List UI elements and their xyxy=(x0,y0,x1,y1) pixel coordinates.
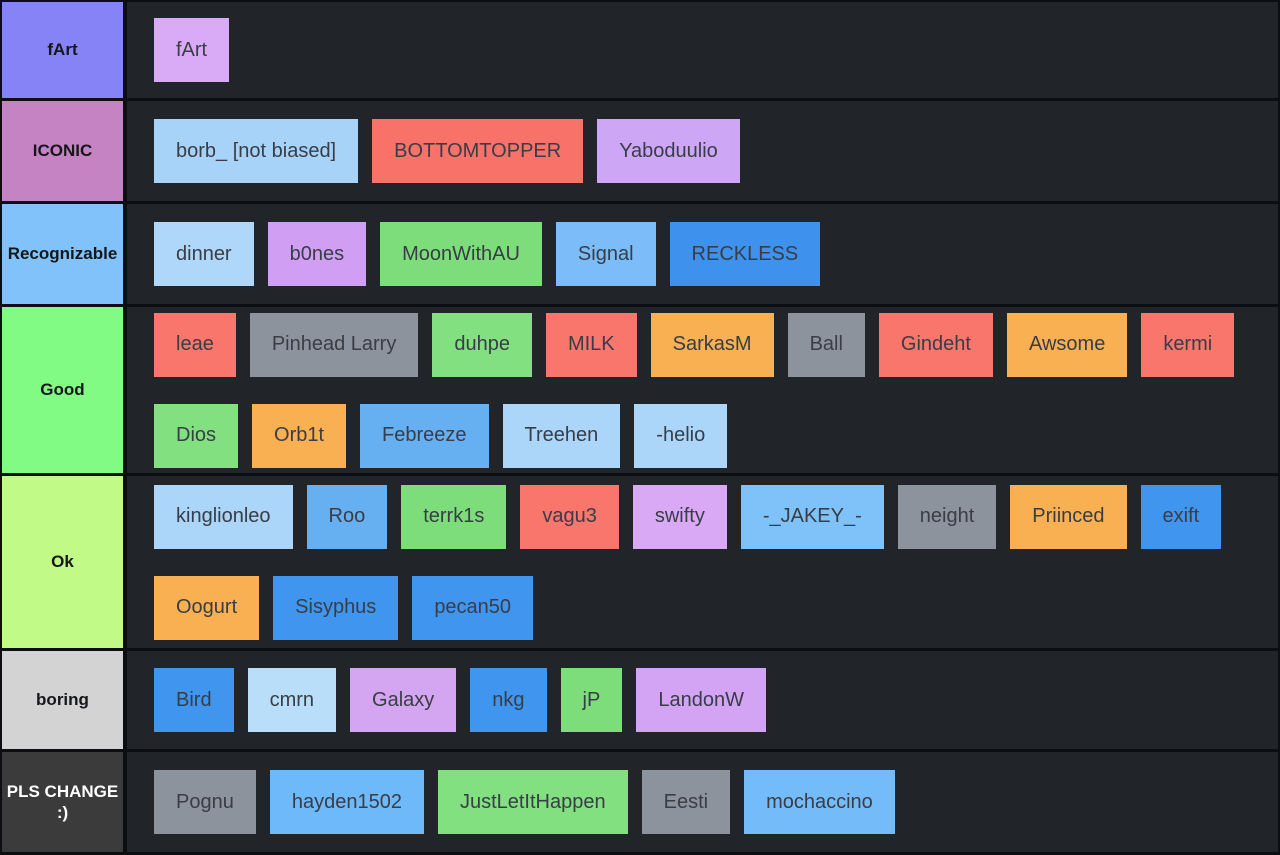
tier-label: Good xyxy=(2,307,127,473)
tier-item[interactable]: MILK xyxy=(545,312,637,377)
tier-label: ICONIC xyxy=(2,101,127,201)
tier-item[interactable]: neight xyxy=(897,484,997,549)
tier-item[interactable]: b0nes xyxy=(267,222,367,286)
tier-item[interactable]: kinglionleo xyxy=(154,484,293,549)
tier-item[interactable]: Awsome xyxy=(1006,312,1128,377)
tier-item[interactable]: JustLetItHappen xyxy=(437,770,628,834)
tier-item[interactable]: Bird xyxy=(154,668,234,732)
tier-item[interactable]: fArt xyxy=(154,18,230,82)
tier-item[interactable]: Priinced xyxy=(1010,484,1127,549)
tier-item[interactable]: Galaxy xyxy=(350,668,457,732)
tier-label: boring xyxy=(2,651,127,749)
tier-item[interactable]: -helio xyxy=(634,403,728,468)
tier-item[interactable]: mochaccino xyxy=(744,770,895,834)
tier-item[interactable]: Gindeht xyxy=(878,312,993,377)
tier-item[interactable]: leae xyxy=(154,312,236,377)
tier-item[interactable]: pecan50 xyxy=(412,575,534,640)
tier-item[interactable]: borb_ [not biased] xyxy=(154,119,359,183)
tier-item[interactable]: Yaboduulio xyxy=(597,119,740,183)
tier-label: fArt xyxy=(2,2,127,98)
tier-item[interactable]: Sisyphus xyxy=(273,575,399,640)
tier-item[interactable]: swifty xyxy=(632,484,727,549)
tier-item[interactable]: Oogurt xyxy=(154,575,260,640)
tier-item[interactable]: vagu3 xyxy=(520,484,619,549)
tier-item[interactable]: Orb1t xyxy=(252,403,347,468)
tier-item[interactable]: cmrn xyxy=(247,668,337,732)
tier-item[interactable]: kermi xyxy=(1141,312,1235,377)
tier-item[interactable]: Dios xyxy=(154,403,239,468)
tier-dropzone[interactable]: fArt xyxy=(127,2,1278,98)
tier-item[interactable]: RECKLESS xyxy=(669,222,821,286)
tier-item[interactable]: terrk1s xyxy=(401,484,507,549)
tier-item[interactable]: Treehen xyxy=(502,403,621,468)
tier-item[interactable]: Pognu xyxy=(154,770,256,834)
tier-item[interactable]: -_JAKEY_- xyxy=(740,484,884,549)
tier-item[interactable]: BOTTOMTOPPER xyxy=(372,119,584,183)
tier-item[interactable]: hayden1502 xyxy=(269,770,424,834)
tier-label: Recognizable xyxy=(2,204,127,304)
tier-item[interactable]: Febreeze xyxy=(360,403,489,468)
tier-item[interactable]: Ball xyxy=(787,312,865,377)
tier-item[interactable]: exift xyxy=(1140,484,1222,549)
tier-label: PLS CHANGE :) xyxy=(2,752,127,852)
tier-item[interactable]: MoonWithAU xyxy=(380,222,542,286)
tier-item[interactable]: Eesti xyxy=(641,770,731,834)
tier-item[interactable]: nkg xyxy=(470,668,547,732)
tier-row: fArt fArt xyxy=(2,2,1278,98)
tier-item[interactable]: Pinhead Larry xyxy=(249,312,419,377)
tier-item[interactable]: jP xyxy=(560,668,623,732)
tier-item[interactable]: Signal xyxy=(555,222,656,286)
tier-item[interactable]: SarkasM xyxy=(650,312,774,377)
tier-item[interactable]: LandonW xyxy=(636,668,766,732)
tier-item[interactable]: duhpe xyxy=(432,312,532,377)
tier-item[interactable]: Roo xyxy=(306,484,388,549)
tier-label: Ok xyxy=(2,476,127,648)
tier-item[interactable]: dinner xyxy=(154,222,254,286)
